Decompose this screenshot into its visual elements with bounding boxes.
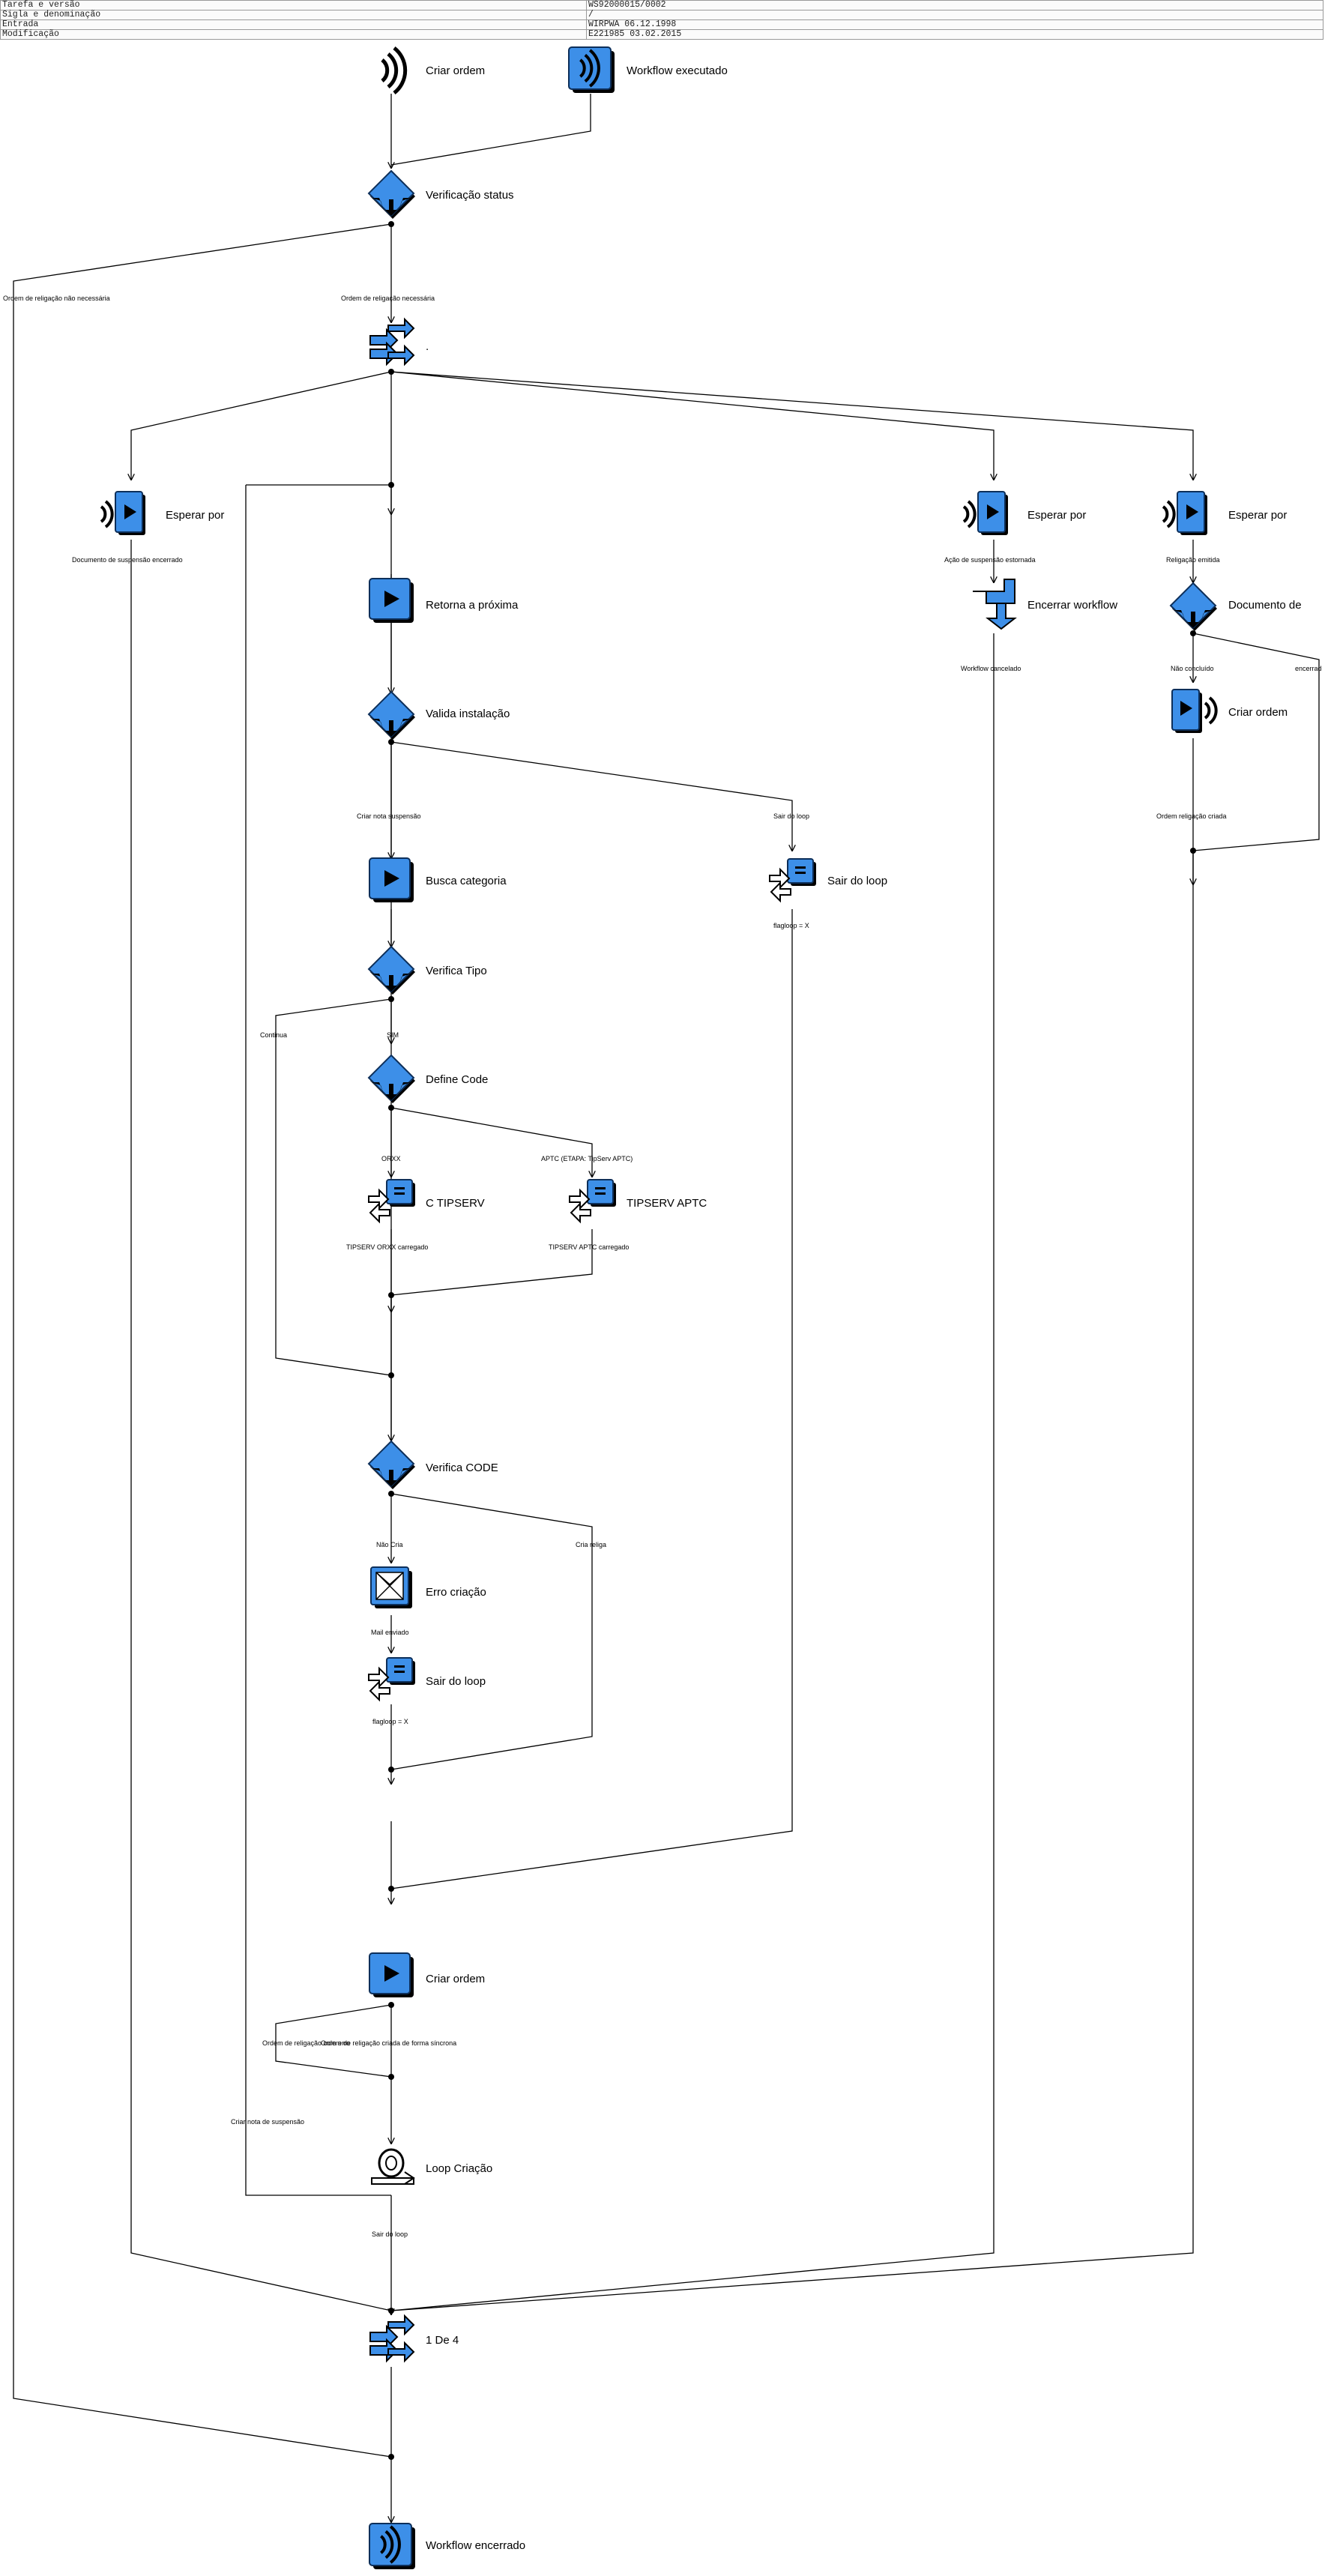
- header-value: WIRPWA 06.12.1998: [586, 19, 1324, 30]
- edge-label: flagloop = X: [773, 922, 809, 929]
- wait-event-icon[interactable]: [1162, 490, 1209, 537]
- node-label: Sair do loop: [827, 875, 887, 887]
- node-label: C TIPSERV: [426, 1197, 485, 1210]
- edge-label: Documento de suspensão encerrado: [72, 556, 183, 564]
- condition-icon[interactable]: [368, 691, 416, 740]
- workflow-executed-icon[interactable]: [568, 46, 615, 93]
- edge-label: encerrad: [1295, 665, 1322, 672]
- node-label: Encerrar workflow: [1027, 599, 1117, 612]
- edge-label: Não Cria: [376, 1541, 403, 1548]
- edge-label: Religação emitida: [1166, 556, 1220, 564]
- node-label: Esperar por: [1228, 509, 1287, 522]
- node-label: Retorna a próxima: [426, 599, 519, 612]
- header-key: Modificação: [0, 29, 587, 40]
- node-label: Criar ordem: [426, 64, 485, 77]
- node-label: Criar ordem: [1228, 706, 1288, 719]
- activity-icon[interactable]: [369, 857, 414, 903]
- event-start-icon[interactable]: [382, 48, 405, 93]
- node-label: Criar ordem: [426, 1973, 485, 1985]
- wait-event-icon[interactable]: [962, 490, 1009, 537]
- header-key: Tarefa e versão: [0, 0, 587, 10]
- edge-label: APTC (ETAPA: TipServ APTC): [541, 1155, 633, 1162]
- node-label: Define Code: [426, 1073, 488, 1086]
- edge-label: TIPSERV APTC carregado: [549, 1243, 629, 1251]
- create-order-icon[interactable]: [1171, 689, 1218, 733]
- edge-label: Mail enviado: [371, 1629, 409, 1636]
- condition-icon[interactable]: [368, 1055, 416, 1104]
- edge-label: Sair do loop: [773, 812, 809, 820]
- condition-icon[interactable]: [1170, 582, 1218, 632]
- node-label: Loop Criação: [426, 2162, 492, 2175]
- activity-icon[interactable]: [369, 1952, 414, 1998]
- edge-label: Cria religa: [576, 1541, 606, 1548]
- node-label: Esperar por: [1027, 509, 1086, 522]
- container-icon[interactable]: [368, 1179, 416, 1222]
- edge-label: Não concluído: [1171, 665, 1214, 672]
- node-label: Esperar por: [166, 509, 224, 522]
- edge-label: SIM: [387, 1031, 399, 1039]
- node-label: Workflow encerrado: [426, 2539, 525, 2552]
- connector-lines: [13, 94, 1320, 2522]
- end-workflow-icon[interactable]: [972, 579, 1015, 630]
- edge-label: ORXX: [381, 1155, 401, 1162]
- condition-icon[interactable]: [368, 946, 416, 995]
- header-row-name: Sigla e denominação/: [0, 10, 1324, 20]
- edge-label: Workflow cancelado: [961, 665, 1021, 672]
- container-icon[interactable]: [569, 1179, 617, 1222]
- edge-label: Criar nota suspensão: [357, 812, 421, 820]
- activity-icon[interactable]: [369, 578, 414, 624]
- edge-label: Sair do loop: [372, 2230, 408, 2238]
- node-label: .: [426, 340, 429, 353]
- header-value: E221985 03.02.2015: [586, 29, 1324, 40]
- edge-label: flagloop = X: [372, 1718, 408, 1725]
- node-label: Valida instalação: [426, 708, 510, 720]
- edge-label: Ação de suspensão estornada: [944, 556, 1036, 564]
- container-icon[interactable]: [769, 858, 817, 902]
- node-label: Workflow executado: [627, 64, 728, 77]
- condition-icon[interactable]: [368, 1441, 416, 1490]
- edge-label: Ordem de religação não necessária: [3, 295, 110, 302]
- edge-label: Continua: [260, 1031, 287, 1039]
- node-label: 1 De 4: [426, 2334, 459, 2347]
- node-label: Verifica CODE: [426, 1462, 498, 1474]
- node-label: Verifica Tipo: [426, 965, 487, 977]
- node-label: TIPSERV APTC: [627, 1197, 707, 1210]
- junction-dots: [388, 221, 1196, 2460]
- edge-label: Ordem de religação necessária: [341, 295, 435, 302]
- fork-icon[interactable]: [369, 319, 414, 365]
- edge-label: Ordem religação criada: [1156, 812, 1227, 820]
- edge-label: Ordem de religação com erro: [262, 2039, 350, 2047]
- edge-label: Ordem de religação criada de forma síncr…: [321, 2039, 456, 2047]
- node-label: Erro criação: [426, 1586, 486, 1599]
- edge-labels: Ordem de religação não necessária Ordem …: [3, 295, 1322, 2238]
- fork-icon[interactable]: [369, 2315, 414, 2362]
- container-icon[interactable]: [368, 1657, 416, 1701]
- loop-icon[interactable]: [370, 2148, 415, 2186]
- node-label: Verificação status: [426, 189, 514, 202]
- workflow-ended-icon[interactable]: [369, 2523, 415, 2569]
- edge-label: Criar nota de suspensão: [231, 2118, 304, 2126]
- node-label: Busca categoria: [426, 875, 507, 887]
- condition-icon[interactable]: [368, 170, 416, 220]
- header-key: Sigla e denominação: [0, 10, 587, 20]
- mail-icon[interactable]: [370, 1566, 413, 1609]
- node-label: Sair do loop: [426, 1675, 486, 1688]
- wait-event-icon[interactable]: [100, 490, 147, 537]
- node-label: Documento de: [1228, 599, 1302, 612]
- edge-label: TIPSERV ORXX carregado: [346, 1243, 428, 1251]
